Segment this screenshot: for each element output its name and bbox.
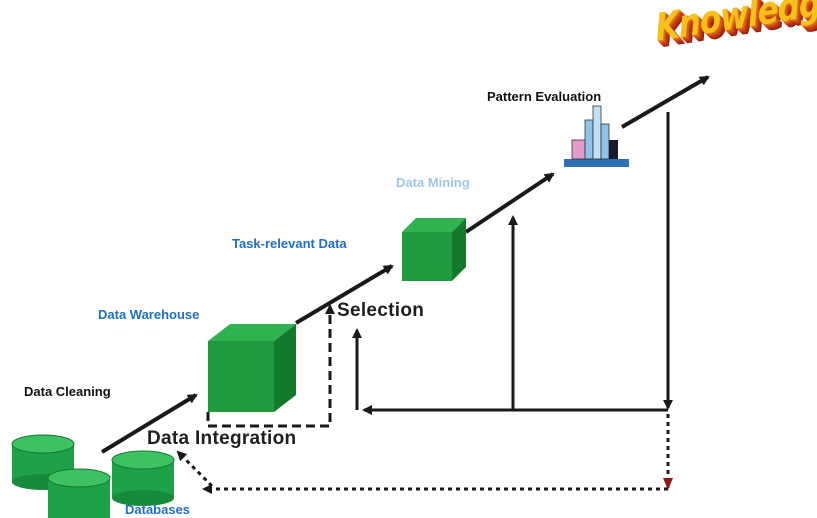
- dashed-line-to-databases: [176, 450, 214, 488]
- database-icon: [47, 468, 111, 518]
- database-icon: [111, 450, 175, 506]
- label-data-integration: Data Integration: [147, 428, 297, 449]
- arrow-icon: [100, 393, 198, 454]
- arrow-icon: [464, 172, 555, 234]
- histogram-icon: [564, 105, 629, 167]
- label-task-relevant-data: Task-relevant Data: [232, 236, 347, 251]
- cube-icon: [208, 324, 296, 412]
- dashed-integration-loop: [206, 304, 335, 428]
- label-data-mining: Data Mining: [396, 175, 470, 190]
- label-pattern-evaluation: Pattern Evaluation: [487, 89, 602, 104]
- label-selection: Selection: [337, 300, 425, 321]
- cube-icon: [402, 218, 466, 281]
- label-databases: Databases: [125, 502, 191, 517]
- arrow-icon: [294, 264, 394, 325]
- red-arrowhead: [663, 478, 673, 490]
- label-data-cleaning: Data Cleaning: [24, 384, 111, 399]
- label-data-warehouse: Data Warehouse: [98, 307, 200, 322]
- arrow-icon: [620, 75, 710, 129]
